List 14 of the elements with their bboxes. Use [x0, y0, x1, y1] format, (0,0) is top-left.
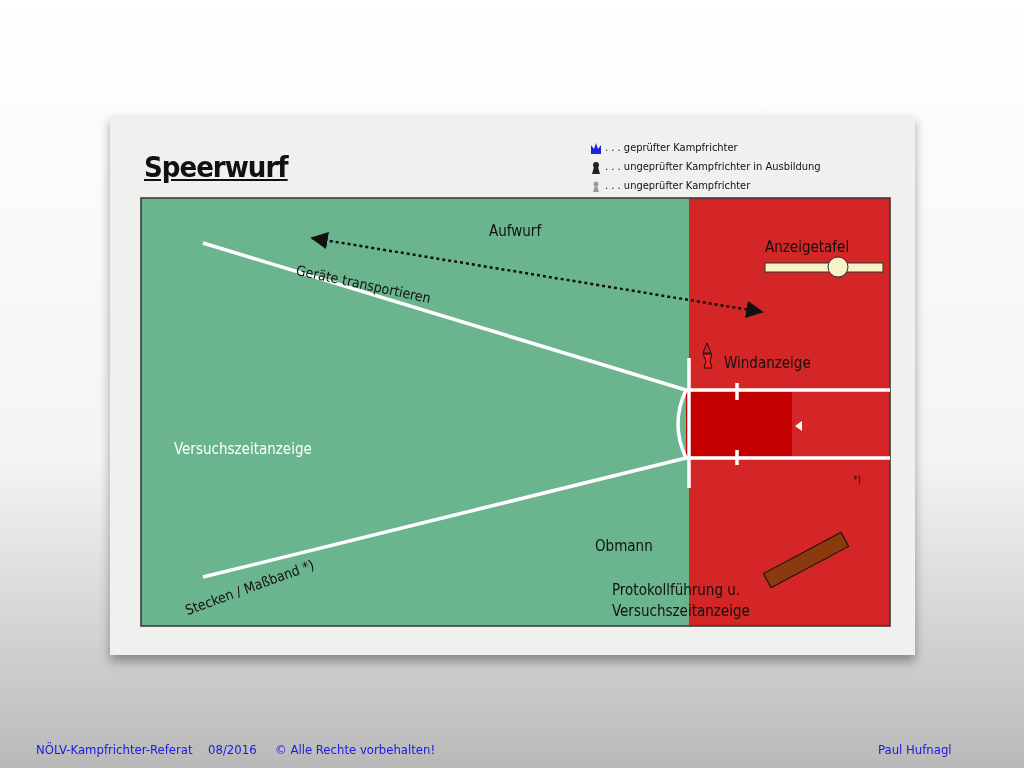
footer-text: NÖLV-Kampfrichter-Referat — [36, 742, 193, 757]
legend-text: . . . ungeprüfter Kampfrichter — [605, 179, 751, 192]
legend-text: . . . geprüfter Kampfrichter — [605, 141, 738, 154]
area-label: Windanzeige — [724, 354, 811, 372]
area-label: Anzeigetafel — [765, 238, 850, 256]
area-label: Obmann — [595, 537, 653, 555]
footnote-mark: *) — [853, 474, 861, 485]
footer-text: Paul Hufnagl — [878, 742, 952, 757]
legend-text: . . . ungeprüfter Kampfrichter in Ausbildung — [605, 160, 821, 173]
area-label: Versuchszeitanzeige — [174, 440, 312, 458]
footer-text: © Alle Rechte vorbehalten! — [275, 742, 436, 757]
area-label: Aufwurf — [489, 222, 542, 240]
title: Speerwurf — [144, 150, 288, 184]
footer-text: 08/2016 — [208, 742, 257, 757]
